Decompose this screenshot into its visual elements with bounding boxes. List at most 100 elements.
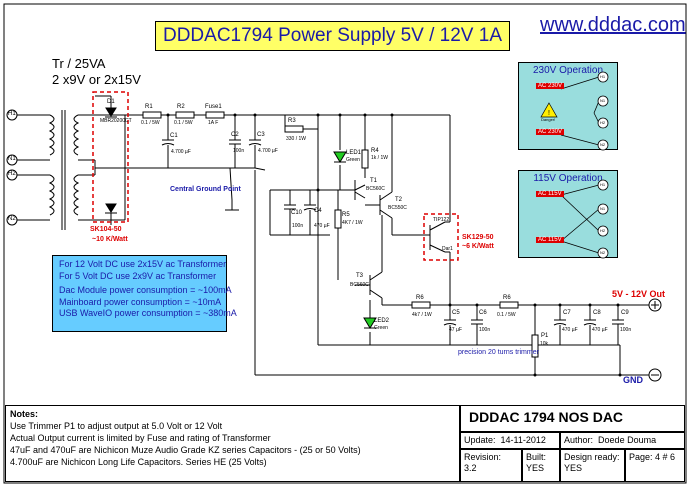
info-line: Dac Module power consumption = ~100mA [59, 285, 232, 295]
operation-115v-wiring [560, 179, 609, 259]
d1-part: MBR20200CT [100, 118, 132, 124]
revision-label: Revision: [464, 452, 502, 462]
design-value: YES [564, 463, 583, 473]
led2-label: LED2 [374, 318, 390, 324]
led1-label: LED1 [346, 150, 362, 156]
update-value: 14-11-2012 [500, 435, 546, 445]
info-box: For 12 Volt DC use 2x15V ac Transformer … [52, 255, 237, 332]
c9-value: 100n [620, 327, 632, 333]
t1-part: BC560C [366, 186, 385, 192]
author-label: Author: [564, 435, 594, 445]
notes-line: Actual Output current is limited by Fuse… [10, 433, 271, 443]
fuse-value: 1A F [208, 120, 219, 126]
built-value: YES [526, 463, 545, 473]
c1-value: 4.700 µF [171, 149, 191, 155]
operation-115v-ac2: AC 115V [536, 237, 564, 243]
r6b-value: 0.1 / 5W [497, 312, 516, 318]
c6-value: 100n [479, 327, 491, 333]
c8-value: 470 µF [592, 327, 608, 333]
op230-pin-n2: N2 [600, 142, 606, 147]
transformer-rating: Tr / 25VA [52, 56, 106, 71]
operation-115v-box: 115V Operation AC 115V AC 115V H1 N1 H2 … [518, 170, 618, 259]
author-value: Doede Douma [598, 435, 657, 445]
r6-value: 4k7 / 1W [412, 312, 432, 318]
gnd-label: GND [623, 375, 643, 385]
title-block-project: DDDAC 1794 NOS DAC [460, 405, 685, 432]
built-label: Built: [526, 452, 547, 462]
notes-line: 47uF and 470uF are Nichicon Muze Audio G… [10, 445, 361, 455]
r3-label: R3 [288, 118, 296, 124]
r4-label: R4 [371, 148, 379, 154]
central-ground-label: Central Ground Point [170, 186, 241, 193]
svg-text:!: ! [548, 110, 550, 117]
c7-value: 470 µF [562, 327, 578, 333]
operation-230v-wiring: ! [540, 71, 609, 151]
p1-label: P1 [541, 333, 549, 339]
t2-label: T2 [395, 197, 403, 203]
transformer-windings: 2 x9V or 2x15V [52, 72, 141, 87]
led2-color: Green [374, 325, 388, 331]
c1-label: C1 [170, 133, 178, 139]
pin-n1: N1 [8, 156, 16, 162]
title-block-design: Design ready: YES [560, 449, 625, 482]
info-line: For 12 Volt DC use 2x15V ac Transformer [59, 259, 227, 269]
info-line: For 5 Volt DC use 2x9V ac Transformer [59, 270, 217, 281]
info-line: USB WaveIO power consumption = ~380mA [59, 308, 237, 318]
op230-pin-h1: H1 [600, 74, 606, 79]
pin-h2: H2 [8, 171, 16, 177]
notes-line: Use Trimmer P1 to adjust output at 5.0 V… [10, 421, 223, 431]
operation-230v-ac1: AC 230V [536, 83, 565, 89]
c10-value: 100n [292, 223, 304, 229]
t3-label: T3 [356, 273, 364, 279]
operation-230v-ac2: AC 230V [536, 129, 565, 135]
revision-value: 3.2 [464, 463, 477, 473]
website-link[interactable]: www.dddac.com [540, 14, 686, 36]
title-block-built: Built: YES [522, 449, 560, 482]
title-block-author: Author: Doede Douma [560, 432, 685, 449]
t2-part: BC550C [388, 205, 407, 211]
d1-label: D1 [107, 99, 115, 105]
heatsink-box-1 [92, 91, 129, 223]
notes-line: 4.700uF are Nichicon Long Life Capacitor… [10, 457, 267, 467]
r1-label: R1 [145, 104, 153, 110]
t1-label: T1 [370, 178, 378, 184]
c7-label: C7 [563, 310, 571, 316]
p1-value: 10k [540, 341, 549, 347]
op230-pin-n1: N1 [600, 98, 606, 103]
title-block-update: Update: 14-11-2012 [460, 432, 560, 449]
notes-panel: Notes: Use Trimmer P1 to adjust output a… [5, 405, 460, 482]
c9-label: C9 [621, 310, 629, 316]
op115-pin-h2: H2 [600, 228, 606, 233]
t3-part: BC560C [350, 282, 369, 288]
operation-115v-title: 115V Operation [533, 173, 603, 184]
heatsink-box-2 [423, 213, 459, 261]
trimmer-label: precision 20 turns trimmer [458, 349, 539, 356]
fuse-label: Fuse1 [205, 104, 222, 110]
heatsink1-value: ~10 K/Watt [92, 236, 128, 243]
c5-label: C5 [452, 310, 460, 316]
op230-pin-h2: H2 [600, 120, 606, 125]
c4-label: C4 [314, 208, 322, 214]
c6-label: C6 [479, 310, 487, 316]
r2-label: R2 [177, 104, 185, 110]
heatsink2-label: SK129-50 [462, 234, 494, 241]
info-line: Mainboard power consumption = ~10mA [59, 296, 222, 307]
tip-label: TIP122 [433, 217, 450, 223]
r4-value: 1k / 1W [371, 155, 388, 161]
c4-value: 470 µF [314, 223, 330, 229]
title-block-revision: Revision: 3.2 [460, 449, 522, 482]
r6b-label: R6 [503, 295, 511, 301]
led1-icon [333, 151, 347, 163]
r5-value: 4K7 / 1W [342, 220, 363, 226]
pin-h1: H1 [8, 111, 16, 117]
r6-label: R6 [416, 295, 424, 301]
op115-pin-n1: N1 [600, 206, 606, 211]
notes-title: Notes: [10, 409, 39, 419]
r3-value: 330 / 1W [286, 136, 307, 142]
page-title: DDDAC1794 Power Supply 5V / 12V 1A [155, 21, 510, 51]
update-label: Update: [464, 435, 496, 445]
pin-n2: N2 [8, 216, 16, 222]
c5-value: 47 µF [449, 327, 462, 333]
c10-label: C10 [291, 210, 303, 216]
